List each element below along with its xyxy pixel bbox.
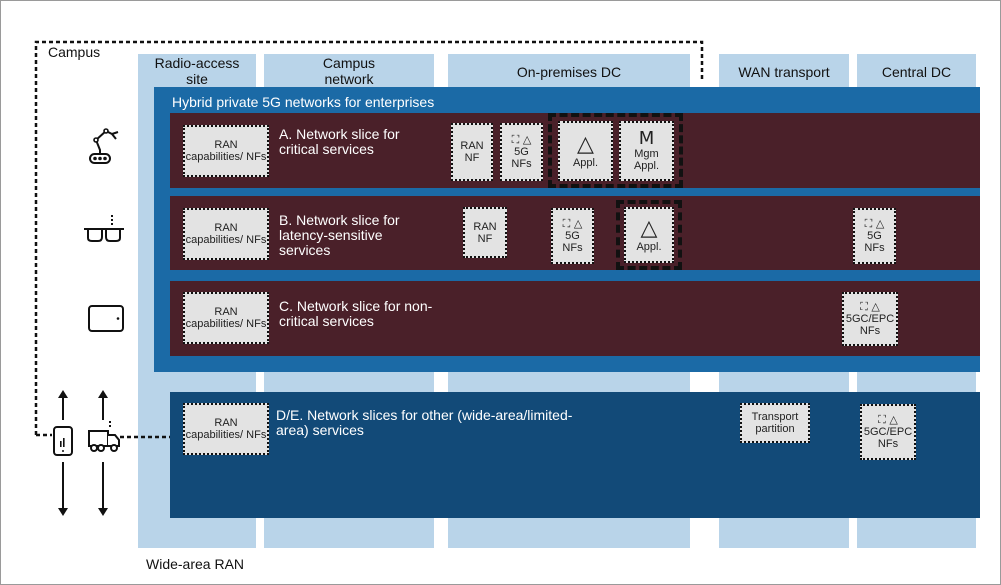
- box-label: RAN NF: [473, 220, 497, 245]
- box-label: 5G NFs: [562, 230, 583, 254]
- box-label: 5GC/EPC NFs: [863, 426, 913, 450]
- box-label: 5G NFs: [864, 230, 885, 254]
- 5g-nfs-box-b-central: ⛶ △ 5G NFs: [853, 208, 896, 264]
- ran-capabilities-box-a: RAN capabilities/ NFs: [183, 125, 269, 177]
- slice-b-label: B. Network slice for latency-sensitive s…: [279, 212, 400, 258]
- transport-partition-box: Transport partition: [740, 403, 810, 443]
- mgm-appl-box-a: M Mgm Appl.: [619, 121, 674, 181]
- box-label: RAN capabilities/ NFs: [185, 417, 267, 441]
- ran-capabilities-box-de: RAN capabilities/ NFs: [183, 403, 269, 455]
- box-label: Mgm Appl.: [633, 148, 660, 172]
- nf-glyphs-icon: ⛶ △: [562, 217, 583, 230]
- box-label: RAN NF: [460, 140, 484, 164]
- ran-capabilities-box-b: RAN capabilities/ NFs: [183, 208, 269, 260]
- box-label: Appl.: [636, 241, 662, 253]
- box-label: Appl.: [572, 157, 599, 169]
- management-icon: M: [638, 128, 655, 149]
- robot-arm-icon: [89, 128, 119, 164]
- column-title-onprem: On-premises DC: [516, 64, 622, 80]
- nf-glyphs-icon: ⛶ △: [511, 133, 532, 146]
- ran-nf-box-b: RAN NF: [463, 207, 507, 258]
- ran-nf-box-a: RAN NF: [451, 123, 493, 181]
- slice-c-label: C. Network slice for non-critical servic…: [279, 298, 433, 329]
- smart-glasses-icon: [84, 215, 124, 242]
- appl-box-b: △ Appl.: [624, 207, 674, 263]
- triangle-icon: △: [640, 216, 658, 241]
- campus-label: Campus: [46, 44, 103, 60]
- box-label: RAN capabilities/ NFs: [185, 222, 267, 246]
- latency-appl-group: [616, 200, 682, 270]
- box-label: 5G NFs: [511, 146, 532, 170]
- box-label: RAN capabilities/ NFs: [185, 139, 267, 163]
- slice-de-label: D/E. Network slices for other (wide-area…: [276, 407, 573, 438]
- box-label: Transport partition: [751, 411, 799, 435]
- truck-icon: [88, 390, 120, 516]
- slice-a-label: A. Network slice for critical services: [279, 126, 400, 157]
- tablet-icon: [88, 305, 124, 332]
- box-label: 5GC/EPC NFs: [845, 313, 895, 337]
- slice-de: [170, 392, 980, 518]
- column-title-central: Central DC: [881, 64, 952, 80]
- wide-area-ran-label: Wide-area RAN: [146, 556, 245, 572]
- 5g-nfs-box-b: ⛶ △ 5G NFs: [551, 208, 594, 264]
- column-title-campus: Campus network: [322, 55, 376, 87]
- column-title-wan: WAN transport: [738, 64, 830, 80]
- nf-glyphs-icon: ⛶ △: [878, 413, 898, 426]
- ran-capabilities-box-c: RAN capabilities/ NFs: [183, 292, 269, 344]
- nf-glyphs-icon: ⛶ △: [860, 300, 880, 313]
- 5gc-epc-nfs-box-de: ⛶ △ 5GC/EPC NFs: [860, 404, 916, 460]
- hybrid-title: Hybrid private 5G networks for enterpris…: [172, 94, 435, 110]
- box-label: RAN capabilities/ NFs: [185, 306, 267, 330]
- nf-glyphs-icon: ⛶ △: [864, 217, 885, 230]
- critical-appl-group: [548, 113, 683, 188]
- triangle-icon: △: [577, 132, 594, 157]
- phone-icon: [53, 390, 73, 516]
- 5g-nfs-box-a: ⛶ △ 5G NFs: [500, 123, 543, 181]
- appl-box-a: △ Appl.: [558, 121, 613, 181]
- column-title-radio: Radio-access site: [154, 55, 240, 87]
- 5gc-epc-nfs-box-c: ⛶ △ 5GC/EPC NFs: [842, 292, 898, 346]
